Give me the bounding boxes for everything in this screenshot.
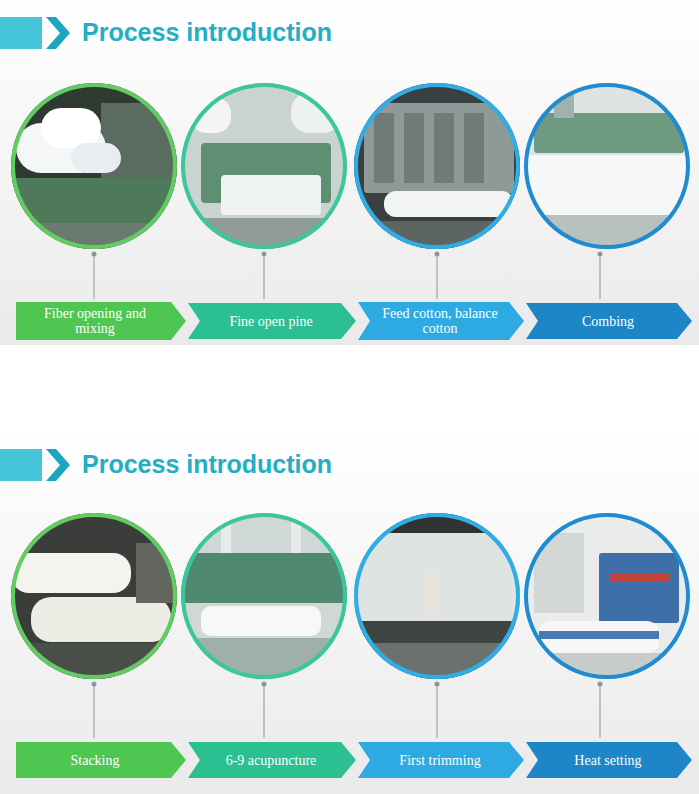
process-step-band: First trimming	[358, 742, 524, 778]
photo-shape	[404, 113, 424, 183]
leader-dot	[92, 682, 97, 687]
section-ground	[0, 0, 699, 345]
photo-ring	[356, 515, 518, 677]
step-label: Fine open pine	[229, 314, 312, 329]
header-icon	[0, 449, 70, 481]
photo-shape	[291, 521, 301, 553]
band-fill	[16, 302, 186, 340]
photo-shape	[221, 175, 321, 215]
photo-ring	[183, 515, 345, 677]
process-photo	[354, 83, 520, 251]
photo-shape	[354, 621, 520, 643]
leader-dot	[435, 682, 440, 687]
process-step-band: Combing	[526, 303, 692, 339]
process-step-band: Heat setting	[526, 742, 692, 778]
photo-ring	[13, 85, 175, 247]
process-step-band: Fine open pine	[188, 303, 356, 339]
process-photo	[11, 513, 177, 683]
leader-line	[437, 683, 438, 738]
photo-ring	[526, 515, 688, 677]
header-chevron	[46, 17, 70, 49]
leader-line	[600, 253, 601, 299]
process-step-band: Feed cotton, balance cotton	[358, 302, 524, 340]
section-heading: Process introduction	[82, 449, 332, 479]
process-step-band: 6-9 acupuncture	[188, 742, 356, 778]
band-fill	[188, 742, 356, 778]
band-fill	[526, 742, 692, 778]
process-photo	[524, 83, 690, 255]
step-label: Fiber opening and mixing	[24, 306, 166, 336]
photo-shape	[599, 553, 679, 623]
photo-shape	[609, 573, 669, 581]
header-icon	[0, 17, 70, 49]
leader-dot	[435, 252, 440, 257]
photo-shape	[11, 553, 131, 593]
leader-dot	[598, 682, 603, 687]
photo-ring	[526, 85, 688, 247]
process-photo	[354, 513, 520, 683]
header-chevron	[46, 449, 70, 481]
photo-shape	[354, 533, 520, 621]
photo-shape	[71, 143, 121, 173]
photo-ring	[183, 85, 345, 247]
section-heading: Process introduction	[82, 17, 332, 47]
photo-shape	[31, 597, 171, 642]
step-label: Stacking	[71, 753, 120, 768]
photo-shape	[534, 533, 584, 613]
band-fill	[526, 303, 692, 339]
photo-shape	[539, 631, 659, 639]
photo-shape	[41, 108, 101, 148]
step-label: First trimming	[399, 753, 480, 768]
process-photo	[181, 83, 347, 253]
band-fill	[358, 742, 524, 778]
photo-shape	[539, 621, 659, 653]
header-bar	[0, 449, 42, 481]
leader-line	[600, 683, 601, 738]
leader-line	[437, 253, 438, 299]
step-label: Combing	[582, 314, 634, 329]
leader-line	[264, 683, 265, 738]
section-ground	[0, 428, 699, 794]
photo-ring	[13, 515, 175, 677]
step-label: Heat setting	[574, 753, 641, 768]
leader-line	[94, 253, 95, 299]
photo-shape	[201, 606, 321, 636]
photo-shape	[181, 553, 347, 603]
leader-dot	[598, 252, 603, 257]
leader-line	[94, 683, 95, 738]
leader-dot	[262, 252, 267, 257]
photo-shape	[374, 113, 394, 183]
band-fill	[16, 742, 186, 778]
photo-shape	[464, 113, 484, 183]
photo-shape	[364, 103, 514, 193]
photo-shape	[384, 191, 514, 217]
photo-shape	[424, 573, 438, 613]
band-fill	[188, 303, 356, 339]
band-fill	[358, 302, 524, 340]
photo-shape	[524, 155, 690, 215]
process-photo	[11, 83, 177, 253]
leader-line	[264, 253, 265, 299]
photo-shape	[534, 113, 684, 153]
step-label: 6-9 acupuncture	[226, 753, 317, 768]
photo-shape	[434, 113, 454, 183]
leader-dot	[262, 682, 267, 687]
photo-ring	[356, 85, 518, 247]
process-step-band: Fiber opening and mixing	[16, 302, 186, 340]
header-bar	[0, 17, 42, 49]
step-label: Feed cotton, balance cotton	[376, 306, 504, 336]
leader-dot	[92, 252, 97, 257]
process-step-band: Stacking	[16, 742, 186, 778]
process-photo	[524, 513, 690, 683]
process-photo	[181, 513, 347, 683]
